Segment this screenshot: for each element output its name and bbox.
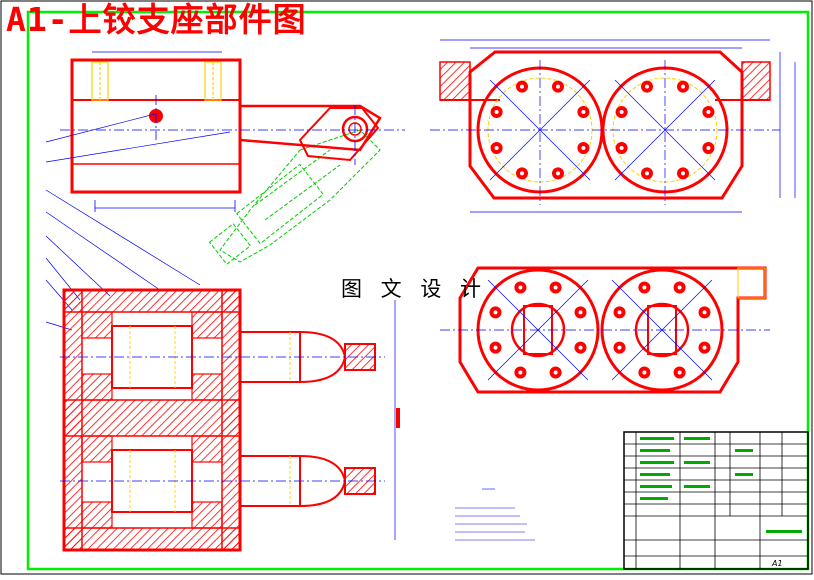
bolt-hole-top-bolts-0-2 — [520, 171, 524, 176]
bolt-hole-bottom-bolts-0-3 — [493, 345, 498, 350]
bolt-hole-bottom-bolts-1-1 — [677, 370, 682, 375]
bolt-hole-top-bolts-0-3 — [494, 146, 499, 150]
front-elevation-view — [60, 51, 405, 265]
bolt-hole-top-bolts-0-0 — [581, 146, 586, 150]
plan-view-top — [430, 39, 796, 213]
bolt-hole-top-bolts-0-6 — [556, 84, 560, 89]
title-block-entries — [640, 437, 802, 533]
bolt-hole-bottom-bolts-0-4 — [493, 310, 498, 315]
bolt-hole-top-bolts-1-2 — [645, 171, 649, 176]
bolt-hole-bottom-bolts-0-1 — [553, 370, 558, 375]
top-lugs — [91, 61, 222, 101]
bolt-hole-top-bolts-1-0 — [706, 146, 711, 150]
bolt-hole-bottom-bolts-0-5 — [518, 285, 523, 290]
support-arm — [238, 104, 382, 152]
bolt-hole-top-bolts-1-6 — [681, 84, 685, 89]
plan-dimensions — [440, 39, 796, 213]
technical-notes — [455, 488, 535, 541]
bolt-hole-bottom-bolts-1-7 — [702, 310, 707, 315]
bolt-hole-top-bolts-1-5 — [645, 84, 649, 89]
hidden-link-outline — [208, 129, 381, 265]
bolt-ring-bottom — [489, 281, 711, 379]
plan-view-bottom — [440, 266, 770, 394]
bolt-hole-bottom-bolts-1-5 — [642, 285, 647, 290]
bolt-hole-bottom-bolts-1-2 — [642, 370, 647, 375]
bolt-hole-top-bolts-0-4 — [494, 110, 499, 114]
bolt-hole-top-bolts-1-4 — [619, 110, 624, 114]
bolt-hole-bottom-bolts-1-0 — [702, 345, 707, 350]
bolt-hole-top-bolts-0-1 — [556, 171, 560, 176]
bolt-hole-top-bolts-1-1 — [681, 171, 685, 176]
bolt-hole-top-bolts-0-7 — [581, 110, 586, 114]
watermark-text: 图 文 设 计 — [341, 277, 488, 301]
bolt-hole-bottom-bolts-0-0 — [578, 345, 583, 350]
center-lines — [60, 95, 405, 165]
dimension-lines — [92, 51, 236, 212]
bolt-hole-top-bolts-1-3 — [619, 146, 624, 150]
bolt-hole-bottom-bolts-0-6 — [553, 285, 558, 290]
bolt-hole-bottom-bolts-1-6 — [677, 285, 682, 290]
bolt-hole-top-bolts-0-5 — [520, 84, 524, 89]
bolt-hole-top-bolts-1-7 — [706, 110, 711, 114]
part-leader-lines — [45, 113, 231, 331]
sheet-size-label: A1 — [771, 559, 783, 568]
bolt-hole-bottom-bolts-1-3 — [617, 345, 622, 350]
bolt-ring-top — [490, 80, 715, 180]
bearing-blocks — [81, 311, 223, 529]
wheel-spokes — [430, 60, 780, 205]
bolt-hole-bottom-bolts-1-4 — [617, 310, 622, 315]
title-block — [623, 431, 809, 570]
bolt-hole-bottom-bolts-0-2 — [518, 370, 523, 375]
section-view — [60, 288, 400, 552]
drawing-title: A1-上铰支座部件图 — [6, 0, 307, 39]
bolt-hole-bottom-bolts-0-7 — [578, 310, 583, 315]
